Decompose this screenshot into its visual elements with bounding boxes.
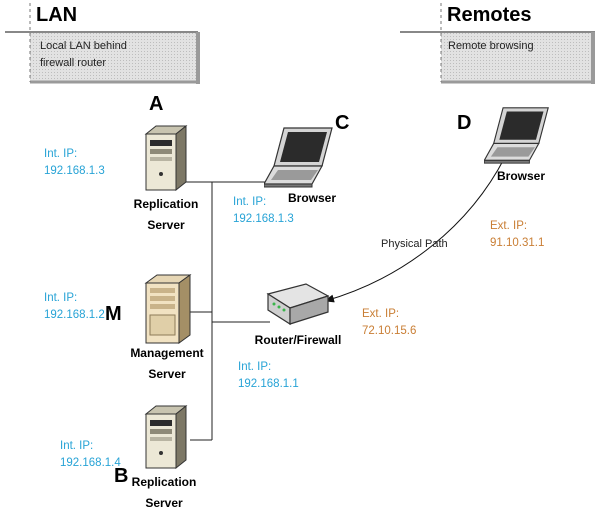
management-label: Management Server (130, 346, 204, 381)
router-label: Router/Firewall (254, 333, 342, 347)
lan-zone-note: Local LAN behind firewall router (40, 40, 127, 69)
server-tower-icon (144, 124, 188, 192)
browser-d-ext-ip: Ext. IP: 91.10.31.1 (490, 220, 545, 249)
management-int-ip: Int. IP: 192.168.1.2 (44, 292, 105, 321)
node-letter-m: M (105, 303, 122, 325)
node-letter-d: D (457, 112, 472, 134)
router-ext-ip: Ext. IP: 72.10.15.6 (362, 308, 417, 337)
physical-path-label: Physical Path (381, 238, 448, 250)
laptop-icon (264, 127, 333, 188)
node-letter-a: A (149, 93, 164, 115)
browser-c-int-ip: Int. IP: 192.168.1.3 (233, 196, 294, 225)
router-int-ip: Int. IP: 192.168.1.1 (238, 361, 299, 390)
lan-zone-band (30, 32, 198, 82)
router-icon (266, 283, 330, 326)
server-b-int-ip: Int. IP: 192.168.1.4 (60, 440, 121, 469)
lan-zone-title: LAN (36, 4, 78, 26)
server-a-int-ip: Int. IP: 192.168.1.3 (44, 148, 105, 177)
server-b-label: Replication Server (131, 475, 197, 510)
browser-d-label: Browser (496, 169, 546, 183)
remotes-zone-band (441, 32, 593, 82)
server-a-label: Replication Server (133, 197, 199, 232)
node-letter-b: B (114, 465, 129, 487)
node-letter-c: C (335, 112, 350, 134)
server-tower-icon (144, 274, 192, 344)
browser-c-label: Browser (287, 191, 337, 205)
remotes-zone-title: Remotes (447, 4, 532, 26)
physical-path-arrow (324, 147, 513, 303)
laptop-icon (484, 107, 549, 164)
remotes-zone-note: Remote browsing (448, 40, 534, 52)
server-tower-icon (144, 404, 188, 470)
